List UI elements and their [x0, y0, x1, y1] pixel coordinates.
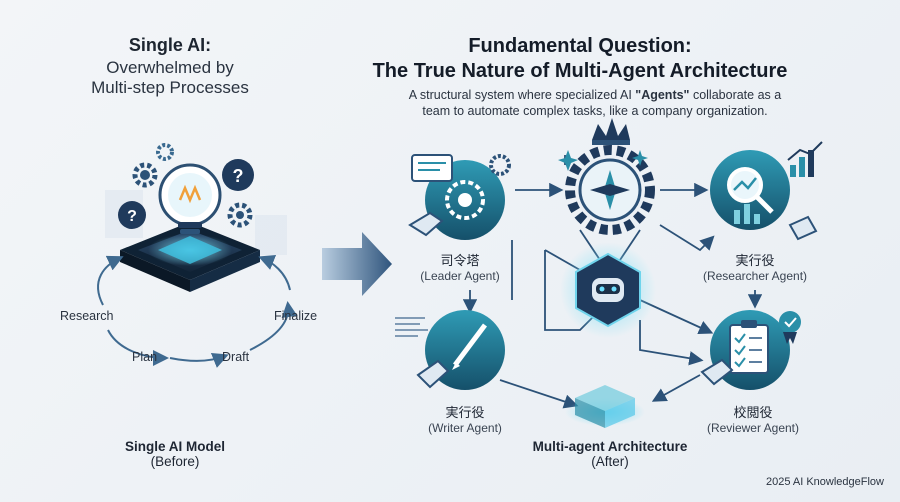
leader-agent-label: 司令塔 (Leader Agent) — [400, 250, 520, 283]
svg-text:?: ? — [233, 166, 244, 186]
bar-chart-icon — [787, 141, 823, 177]
output-cube-icon — [565, 385, 645, 428]
main-title-line1: Fundamental Question: — [468, 35, 692, 57]
badge-icon — [779, 311, 801, 344]
single-ai-title: Single AI: — [128, 35, 212, 55]
single-ai-illustration: ? ? — [97, 143, 298, 368]
gear-icon — [132, 162, 158, 188]
connection-lines — [462, 155, 763, 409]
multi-agent-illustration — [395, 118, 823, 428]
writer-agent-label: 実行役 (Writer Agent) — [405, 402, 525, 435]
sparkle-icon — [558, 150, 648, 171]
reviewer-agent-label: 校閲役 (Reviewer Agent) — [688, 402, 818, 435]
desc-post: collaborate as a — [689, 88, 782, 102]
single-ai-subtitle-line1: Overwhelmed by — [106, 58, 234, 77]
writer-agent-role: 実行役 — [445, 405, 485, 420]
desc-pre: A structural system where specialized AI — [408, 88, 636, 102]
researcher-agent-name: (Researcher Agent) — [702, 269, 808, 283]
footer-credit: 2025 AI KnowledgeFlow — [765, 476, 884, 488]
reviewer-agent-role: 校閲役 — [733, 405, 773, 420]
gear-icon — [227, 202, 253, 228]
reviewer-agent-icon — [700, 310, 801, 390]
single-ai-subtitle-line2: Multi-step Processes — [91, 78, 249, 97]
description: A structural system where specialized AI… — [360, 87, 830, 119]
question-icon: ? ? — [118, 159, 254, 229]
text-lines-icon — [395, 317, 428, 337]
single-ai-subtitle: Overwhelmed by Multi-step Processes — [60, 58, 280, 98]
main-title-line2: The True Nature of Multi-Agent Architect… — [372, 60, 788, 82]
researcher-agent-role: 実行役 — [735, 253, 775, 268]
writer-agent-icon — [395, 310, 505, 390]
central-robot-icon — [560, 242, 656, 338]
step-finalize: Finalize — [274, 309, 318, 323]
leader-agent-icon — [408, 154, 511, 240]
leader-agent-name: (Leader Agent) — [420, 269, 500, 283]
before-caption-title: Single AI Model — [124, 439, 225, 454]
lightbulb-icon — [158, 163, 222, 234]
researcher-agent-icon — [710, 141, 823, 241]
after-caption-title: Multi-agent Architecture — [532, 439, 688, 454]
after-caption: Multi-agent Architecture (After) — [505, 439, 715, 469]
after-caption-sub: (After) — [591, 454, 629, 469]
step-draft: Draft — [222, 350, 250, 364]
gear-icon — [156, 143, 174, 161]
desc-bold: "Agents" — [635, 88, 690, 102]
before-caption: Single AI Model (Before) — [90, 439, 260, 469]
step-research: Research — [60, 309, 114, 323]
compass-gear-icon — [565, 145, 655, 235]
step-plan: Plan — [132, 350, 158, 364]
researcher-agent-label: 実行役 (Researcher Agent) — [690, 250, 820, 283]
description-line1: A structural system where specialized AI… — [360, 87, 830, 103]
main-title: Fundamental Question: The True Nature of… — [330, 34, 830, 84]
transition-arrow-icon — [322, 232, 392, 296]
writer-agent-name: (Writer Agent) — [428, 421, 502, 435]
crown-icon — [592, 118, 630, 145]
before-caption-sub: (Before) — [150, 454, 200, 469]
description-line2: team to automate complex tasks, like a c… — [422, 104, 768, 118]
leader-agent-role: 司令塔 — [440, 253, 480, 268]
reviewer-agent-name: (Reviewer Agent) — [706, 421, 800, 435]
chip-platform — [120, 222, 260, 292]
svg-text:?: ? — [127, 208, 137, 225]
